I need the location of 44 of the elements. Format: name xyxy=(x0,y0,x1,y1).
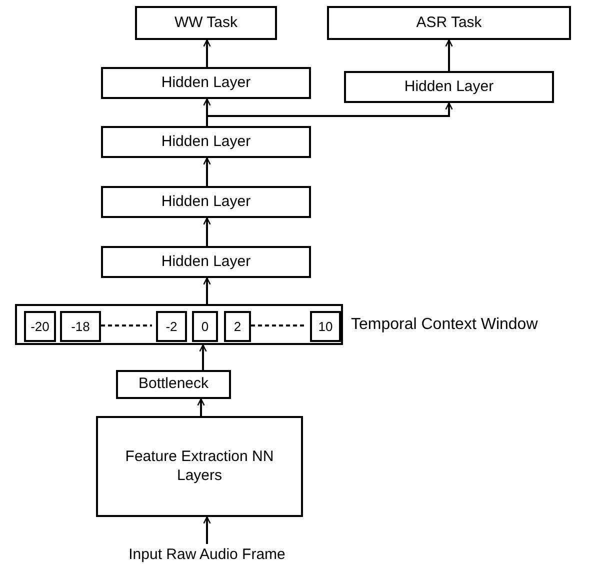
box-label: WW Task xyxy=(174,14,238,32)
frame-offset: 10 xyxy=(318,319,333,334)
box-label: Bottleneck xyxy=(138,375,209,394)
frame-box xyxy=(224,311,251,342)
dashed-line xyxy=(101,324,152,326)
arrow xyxy=(203,39,211,67)
input-label: Input Raw Audio Frame xyxy=(117,544,297,566)
frame-box xyxy=(24,311,56,342)
frame-offset: -2 xyxy=(166,319,178,334)
arrow xyxy=(197,398,205,416)
layer-box xyxy=(101,246,311,278)
box-label: Hidden Layer xyxy=(161,252,251,272)
frame-offset: 2 xyxy=(234,319,242,334)
box-label: Hidden Layer xyxy=(404,78,494,96)
context-window-box xyxy=(15,304,343,345)
arrow xyxy=(445,39,453,71)
feature-box xyxy=(96,416,303,517)
frame-offset: 0 xyxy=(201,319,209,334)
layer-box xyxy=(101,67,311,99)
frame-box xyxy=(192,311,218,342)
layer-box xyxy=(101,186,311,218)
arrow xyxy=(203,157,211,186)
box-label: Hidden Layer xyxy=(161,132,251,152)
layer-box xyxy=(101,126,311,158)
frame-box xyxy=(156,311,187,342)
task-box xyxy=(135,6,277,40)
arrow xyxy=(203,277,211,304)
dashed-line xyxy=(251,324,306,326)
arrow xyxy=(203,217,211,246)
window-caption: Temporal Context Window xyxy=(351,314,538,334)
bottleneck-box xyxy=(116,370,231,399)
box-label: Hidden Layer xyxy=(161,192,251,212)
box-label: Feature Extraction NN Layers xyxy=(124,448,275,486)
frame-box xyxy=(310,311,341,342)
frame-offset: -18 xyxy=(71,319,90,334)
arrow xyxy=(206,102,453,126)
box-label: Hidden Layer xyxy=(161,74,251,92)
frame-offset: -20 xyxy=(30,319,50,334)
frame-box xyxy=(60,311,101,342)
box-label: ASR Task xyxy=(416,14,482,32)
arrow xyxy=(203,516,211,544)
arrow xyxy=(199,344,207,370)
layer-box xyxy=(344,71,554,103)
task-box xyxy=(327,6,571,40)
